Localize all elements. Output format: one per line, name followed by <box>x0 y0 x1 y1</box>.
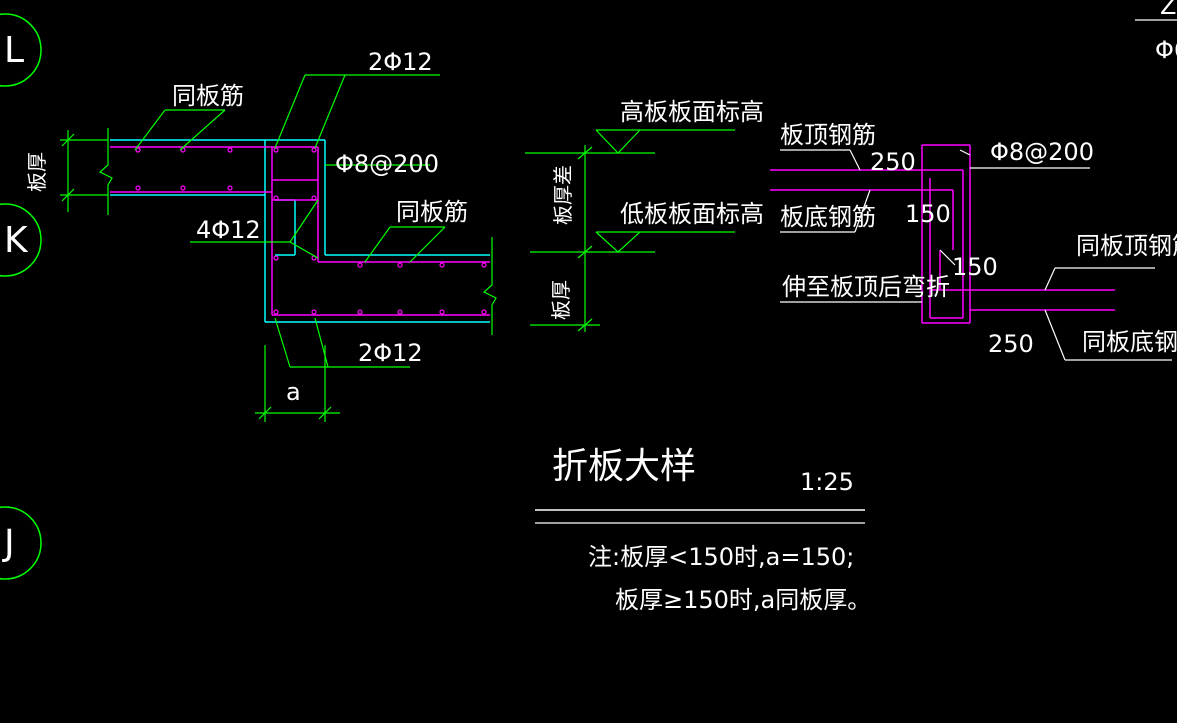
label-right-stirrup: Φ8@200 <box>990 138 1094 166</box>
note-line-1: 注:板厚<150时,a=150; <box>588 543 854 571</box>
label-dim-150-b: 150 <box>952 253 998 281</box>
label-same-as-slab-top: 同板筋 <box>172 82 244 110</box>
grid-axis-bubbles <box>0 13 42 580</box>
label-bottom-bars: 2Φ12 <box>358 339 423 367</box>
middle-detail: 高板板面标高 低板板面标高 板厚差 板厚 <box>525 98 764 332</box>
right-outline <box>770 144 1115 324</box>
label-high-slab-level: 高板板面标高 <box>620 98 764 126</box>
axis-bubble-J <box>0 506 42 580</box>
label-slab-thickness: 板厚 <box>25 152 49 192</box>
label-stirrup: Φ8@200 <box>335 150 439 178</box>
label-middle-bars: 4Φ12 <box>196 216 261 244</box>
left-detail: 板厚 同板筋 2Φ12 Φ8@200 4Φ12 同板筋 2Φ12 a <box>25 48 497 422</box>
label-dim-150-a: 150 <box>905 200 951 228</box>
right-detail: 板顶钢筋 板底钢筋 伸至板顶后弯折 Φ8@200 250 150 150 同板顶… <box>770 121 1177 361</box>
label-height-diff: 板厚差 <box>551 165 575 225</box>
axis-bubble-L <box>0 13 42 87</box>
rebar-lines <box>110 146 490 316</box>
level-lines <box>525 129 735 332</box>
label-dim-a: a <box>286 378 301 406</box>
edge-fragment-phi6: Φ6 <box>1155 36 1177 64</box>
label-slab-thickness-mid: 板厚 <box>549 280 573 320</box>
label-extend-bend: 伸至板顶后弯折 <box>782 273 950 301</box>
right-leaders <box>780 149 1172 361</box>
label-same-top-rebar: 同板顶钢筋 <box>1076 232 1177 260</box>
label-top-bars: 2Φ12 <box>368 48 433 76</box>
edge-fragment-z: Z <box>1160 0 1176 20</box>
drawing-scale: 1:25 <box>800 468 854 496</box>
title-block: 折板大样 1:25 <box>535 446 865 524</box>
label-dim-250-top: 250 <box>870 148 916 176</box>
label-bottom-rebar: 板底钢筋 <box>780 203 876 231</box>
rebar-dots <box>135 147 487 315</box>
leader-lines <box>60 74 497 422</box>
label-same-as-slab-bottom: 同板筋 <box>396 198 468 226</box>
label-low-slab-level: 低板板面标高 <box>620 200 764 228</box>
note-line-2: 板厚≥150时,a同板厚。 <box>615 586 871 614</box>
label-dim-250-bottom: 250 <box>988 330 1034 358</box>
concrete-outline <box>110 139 490 323</box>
label-top-rebar: 板顶钢筋 <box>780 121 876 149</box>
label-same-bottom-rebar: 同板底钢筋 <box>1082 328 1177 356</box>
axis-label-L: L <box>4 30 24 71</box>
drawing-title: 折板大样 <box>552 446 696 487</box>
axis-label-K: K <box>4 220 29 261</box>
axis-bubble-K <box>0 203 42 277</box>
axis-label-J: J <box>2 523 15 564</box>
